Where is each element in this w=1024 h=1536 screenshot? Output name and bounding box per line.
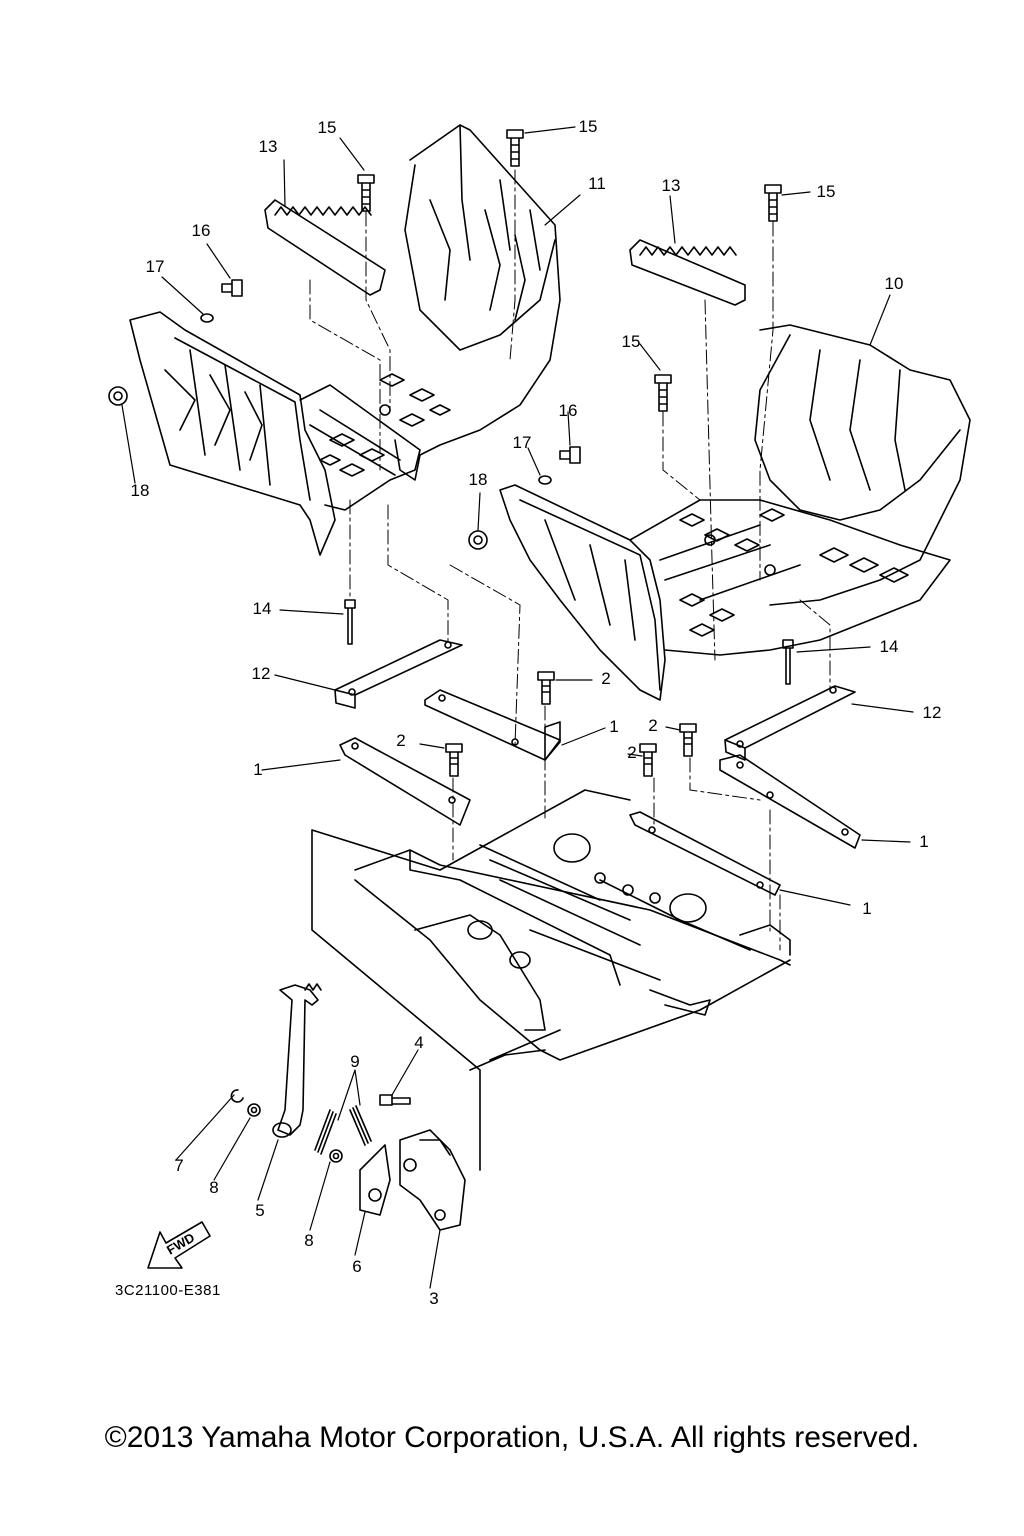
callout-17: 17 (512, 433, 532, 452)
callout-12: 12 (251, 664, 271, 683)
fasteners (108, 129, 794, 777)
left-footrest-guard (129, 124, 561, 556)
callout-1: 1 (609, 717, 619, 736)
callout-5: 5 (255, 1201, 265, 1220)
diagram-code: 3C21100-E381 (115, 1282, 221, 1299)
callout-18: 18 (468, 470, 488, 489)
callout-1: 1 (862, 899, 872, 918)
callout-17: 17 (145, 257, 165, 276)
fwd-label: FWD (164, 1230, 197, 1258)
right-footrest-guard (499, 239, 971, 701)
callout-15: 15 (317, 118, 337, 137)
leader-lines (121, 126, 914, 1289)
callout-14: 14 (879, 637, 899, 656)
callout-13: 13 (258, 137, 278, 156)
callout-7: 7 (174, 1156, 184, 1175)
frame (311, 789, 791, 1171)
footpeg-13-right (629, 239, 746, 306)
callout-9: 9 (350, 1052, 360, 1071)
callout-16: 16 (191, 221, 211, 240)
callout-1: 1 (919, 832, 929, 851)
callout-12: 12 (922, 703, 942, 722)
callout-2: 2 (627, 743, 637, 762)
brackets (334, 639, 861, 896)
callout-3: 3 (429, 1289, 439, 1308)
copyright-notice: ©2013 Yamaha Motor Corporation, U.S.A. A… (104, 1421, 920, 1454)
callout-4: 4 (414, 1033, 424, 1052)
callout-15: 15 (816, 182, 836, 201)
callout-2: 2 (396, 731, 406, 750)
callout-16: 16 (558, 401, 578, 420)
callout-14: 14 (252, 599, 272, 618)
footpeg-13-left (264, 199, 386, 296)
callout-15: 15 (621, 332, 641, 351)
callout-8: 8 (209, 1178, 219, 1197)
callout-2: 2 (601, 669, 611, 688)
fwd-arrow-icon: FWD (147, 1221, 211, 1269)
callout-18: 18 (130, 481, 150, 500)
callout-2: 2 (648, 716, 658, 735)
callout-13: 13 (661, 176, 681, 195)
callout-15: 15 (578, 117, 598, 136)
callout-11: 11 (588, 174, 606, 193)
brake-pedal-assembly (230, 983, 466, 1231)
reference-lines (309, 169, 831, 951)
callout-1: 1 (253, 760, 263, 779)
callout-6: 6 (352, 1257, 362, 1276)
callout-10: 10 (884, 274, 904, 293)
callout-8: 8 (304, 1231, 314, 1250)
